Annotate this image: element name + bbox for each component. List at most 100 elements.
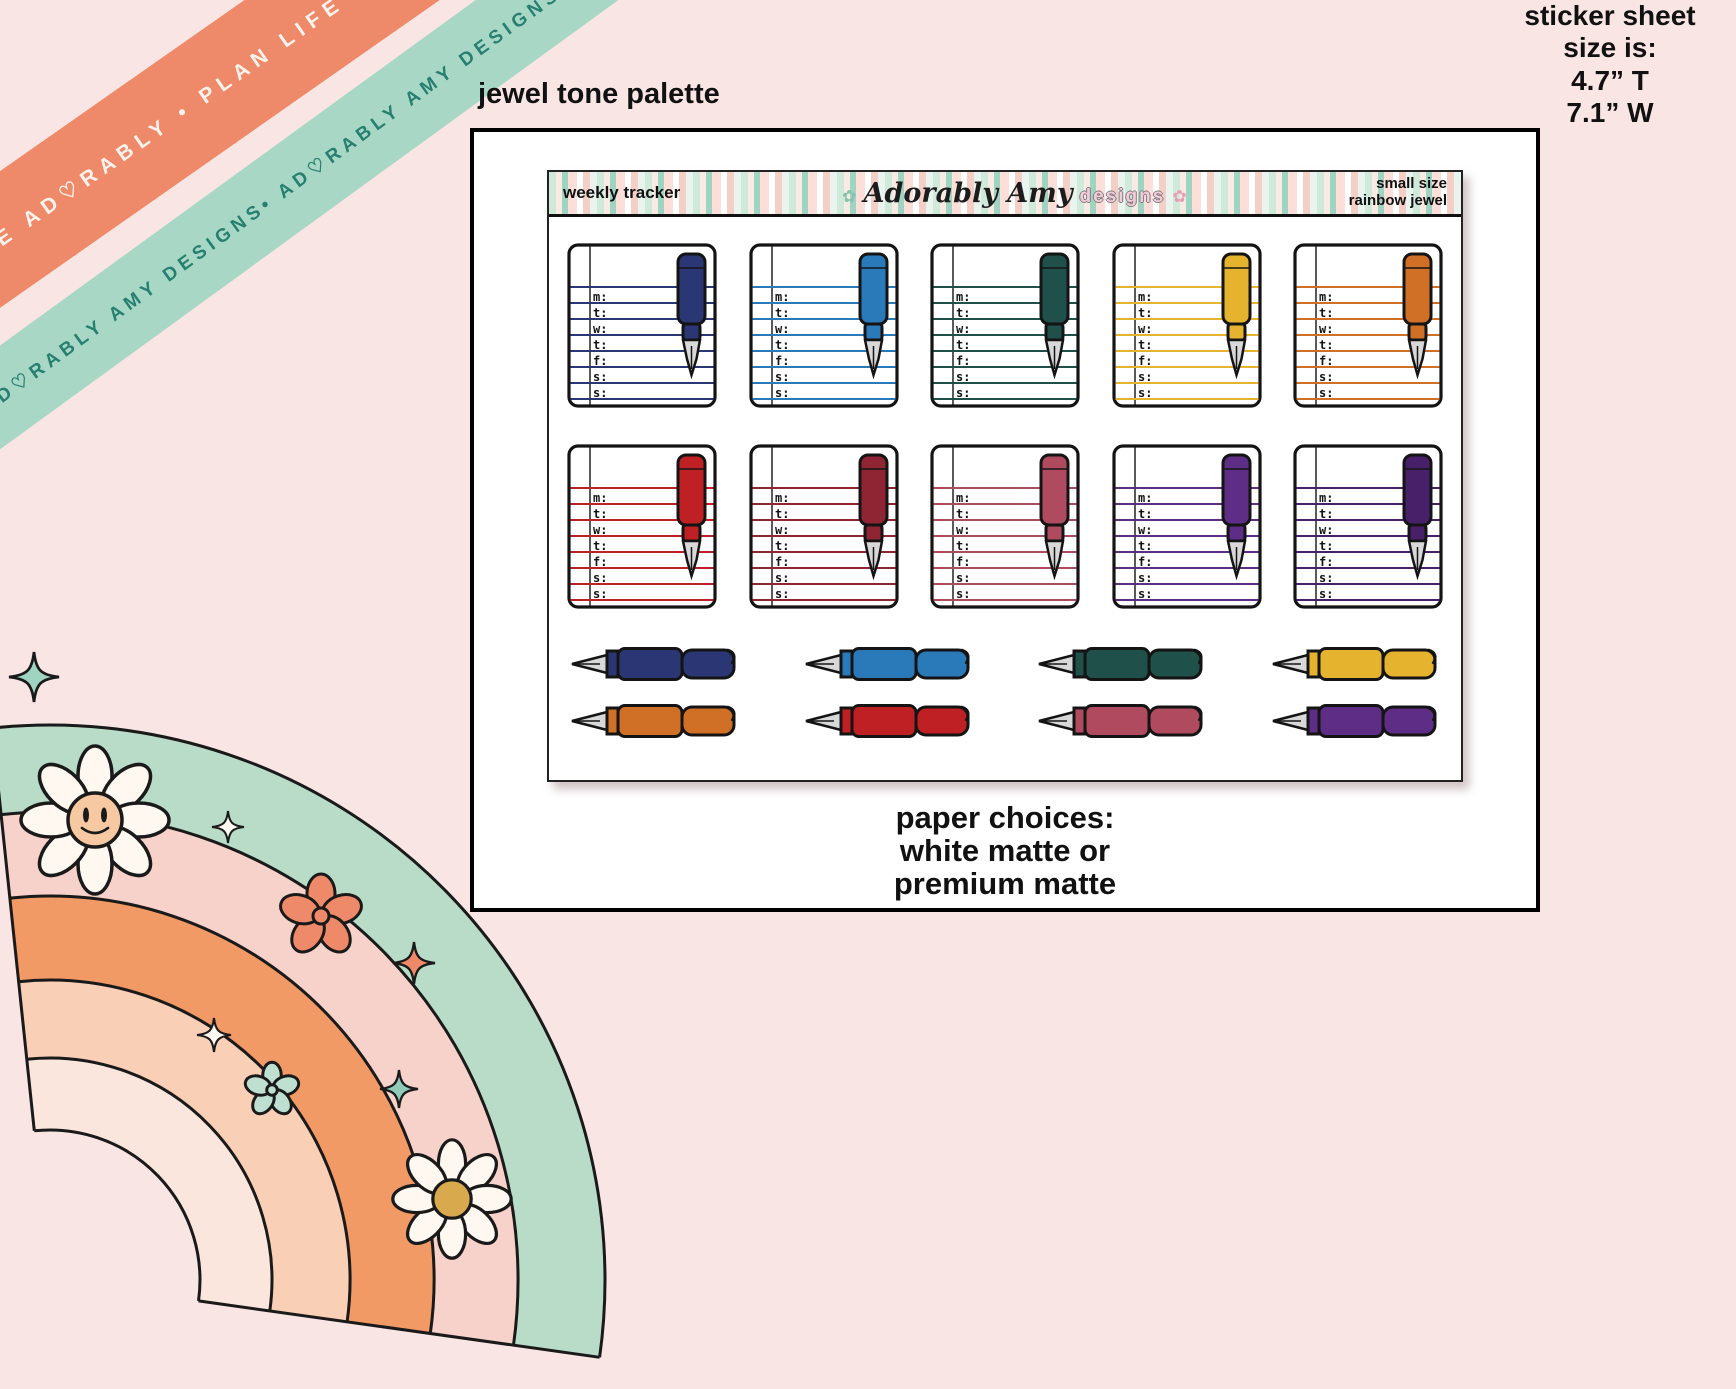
rainbow-band: [9, 896, 435, 1334]
tracker-sticker-berry: m: t: w: t: f: s: s:: [930, 444, 1080, 609]
svg-text:s:: s:: [1319, 386, 1333, 400]
svg-text:f:: f:: [593, 555, 607, 569]
rainbow-band: [26, 1058, 272, 1311]
brand-name: Adorably Amy: [863, 177, 1073, 209]
svg-text:t:: t:: [1319, 338, 1333, 352]
svg-text:f:: f:: [1138, 555, 1152, 569]
svg-text:t:: t:: [1138, 507, 1152, 521]
rainbow-band: [18, 979, 351, 1322]
pen-sticker-navy: [571, 647, 736, 681]
sheet-variant-line: rainbow jewel: [1348, 192, 1447, 209]
svg-text:s:: s:: [1319, 587, 1333, 601]
paper-note-line: premium matte: [893, 865, 1117, 901]
svg-text:w:: w:: [1138, 523, 1152, 537]
pen-sticker-orange: [571, 704, 736, 738]
palette-label: jewel tone palette: [478, 78, 720, 110]
pen-icon: [676, 453, 707, 581]
svg-text:s:: s:: [956, 386, 970, 400]
svg-text:t:: t:: [1319, 306, 1333, 320]
tracker-sticker-violet: m: t: w: t: f: s: s:: [1111, 444, 1262, 609]
svg-text:f:: f:: [1319, 354, 1333, 368]
svg-text:s:: s:: [1138, 587, 1152, 601]
daisy-flower: [391, 1138, 513, 1260]
pen-icon: [1039, 252, 1070, 380]
sticker-size-note: sticker sheet size is: 4.7” T 7.1” W: [1488, 0, 1732, 130]
flower-icon: ✿: [842, 186, 857, 206]
pen-sticker-yellow: [1272, 647, 1437, 681]
svg-text:f:: f:: [1138, 354, 1152, 368]
sticker-sheet: weekly tracker ✿ Adorably Amy designs ✿ …: [547, 170, 1463, 782]
svg-text:w:: w:: [1319, 322, 1333, 336]
size-note-line: 7.1” W: [1566, 97, 1654, 129]
mint-flower: [243, 1060, 301, 1116]
svg-text:t:: t:: [1138, 306, 1152, 320]
svg-text:m:: m:: [1319, 491, 1333, 505]
tracker-sticker-maroon: m: t: w: t: f: s: s:: [748, 444, 899, 609]
tracker-grid: m: t: w: t: f: s: s: m: t: w: t: f: s: s…: [567, 243, 1443, 609]
svg-text:s:: s:: [1319, 370, 1333, 384]
svg-text:m:: m:: [593, 290, 607, 304]
tracker-sticker-teal: m: t: w: t: f: s: s:: [930, 243, 1080, 408]
svg-text:t:: t:: [1319, 507, 1333, 521]
svg-text:t:: t:: [1319, 539, 1333, 553]
svg-text:t:: t:: [1138, 338, 1152, 352]
pen-icon: [858, 252, 888, 380]
svg-text:w:: w:: [956, 322, 970, 336]
svg-text:t:: t:: [775, 539, 789, 553]
svg-text:t:: t:: [1138, 539, 1152, 553]
svg-text:m:: m:: [956, 491, 970, 505]
coral-flower: [279, 872, 363, 954]
svg-text:t:: t:: [593, 306, 607, 320]
pen-sticker-red: [805, 704, 970, 738]
pen-sticker-teal: [1039, 647, 1203, 681]
size-note-line: sticker sheet: [1524, 0, 1696, 31]
sheet-body: m: t: w: t: f: s: s: m: t: w: t: f: s: s…: [549, 217, 1461, 742]
smiley-daisy-flower: [19, 744, 171, 896]
brand-sub-label: designs: [1079, 185, 1166, 207]
sparkle-icon: [7, 650, 61, 704]
svg-text:w:: w:: [1319, 523, 1333, 537]
brand-logo: ✿ Adorably Amy designs ✿: [842, 178, 1186, 209]
svg-text:s:: s:: [775, 370, 789, 384]
svg-text:f:: f:: [775, 555, 789, 569]
tracker-sticker-red: m: t: w: t: f: s: s:: [567, 444, 717, 609]
svg-text:m:: m:: [775, 491, 789, 505]
svg-text:s:: s:: [1138, 571, 1152, 585]
svg-text:m:: m:: [1138, 290, 1152, 304]
pen-icon: [1402, 252, 1433, 380]
svg-text:s:: s:: [593, 571, 607, 585]
pen-icon: [1221, 252, 1251, 380]
svg-text:s:: s:: [956, 370, 970, 384]
svg-text:w:: w:: [775, 523, 789, 537]
svg-text:f:: f:: [1319, 555, 1333, 569]
svg-text:t:: t:: [775, 306, 789, 320]
svg-text:t:: t:: [593, 539, 607, 553]
svg-text:t:: t:: [956, 306, 970, 320]
svg-text:w:: w:: [593, 523, 607, 537]
size-note-line: 4.7” T: [1571, 64, 1649, 96]
svg-text:t:: t:: [775, 338, 789, 352]
svg-text:t:: t:: [775, 507, 789, 521]
pen-sticker-berry: [1039, 704, 1203, 738]
svg-text:t:: t:: [593, 507, 607, 521]
pen-grid: [567, 643, 1443, 742]
svg-text:f:: f:: [956, 555, 970, 569]
paper-note: paper choices: white matte or premium ma…: [474, 801, 1536, 901]
svg-text:f:: f:: [956, 354, 970, 368]
svg-text:m:: m:: [593, 491, 607, 505]
size-note-line: size is:: [1563, 32, 1657, 64]
svg-text:f:: f:: [775, 354, 789, 368]
svg-text:w:: w:: [593, 322, 607, 336]
pen-icon: [1221, 453, 1251, 581]
svg-text:t:: t:: [593, 338, 607, 352]
svg-text:f:: f:: [593, 354, 607, 368]
svg-text:s:: s:: [593, 587, 607, 601]
rainbow-decoration: [0, 650, 607, 1359]
tracker-sticker-blue: m: t: w: t: f: s: s:: [748, 243, 899, 408]
svg-text:s:: s:: [1319, 571, 1333, 585]
svg-text:s:: s:: [593, 370, 607, 384]
svg-text:s:: s:: [1138, 386, 1152, 400]
pen-icon: [858, 453, 888, 581]
svg-text:t:: t:: [956, 539, 970, 553]
svg-text:s:: s:: [593, 386, 607, 400]
